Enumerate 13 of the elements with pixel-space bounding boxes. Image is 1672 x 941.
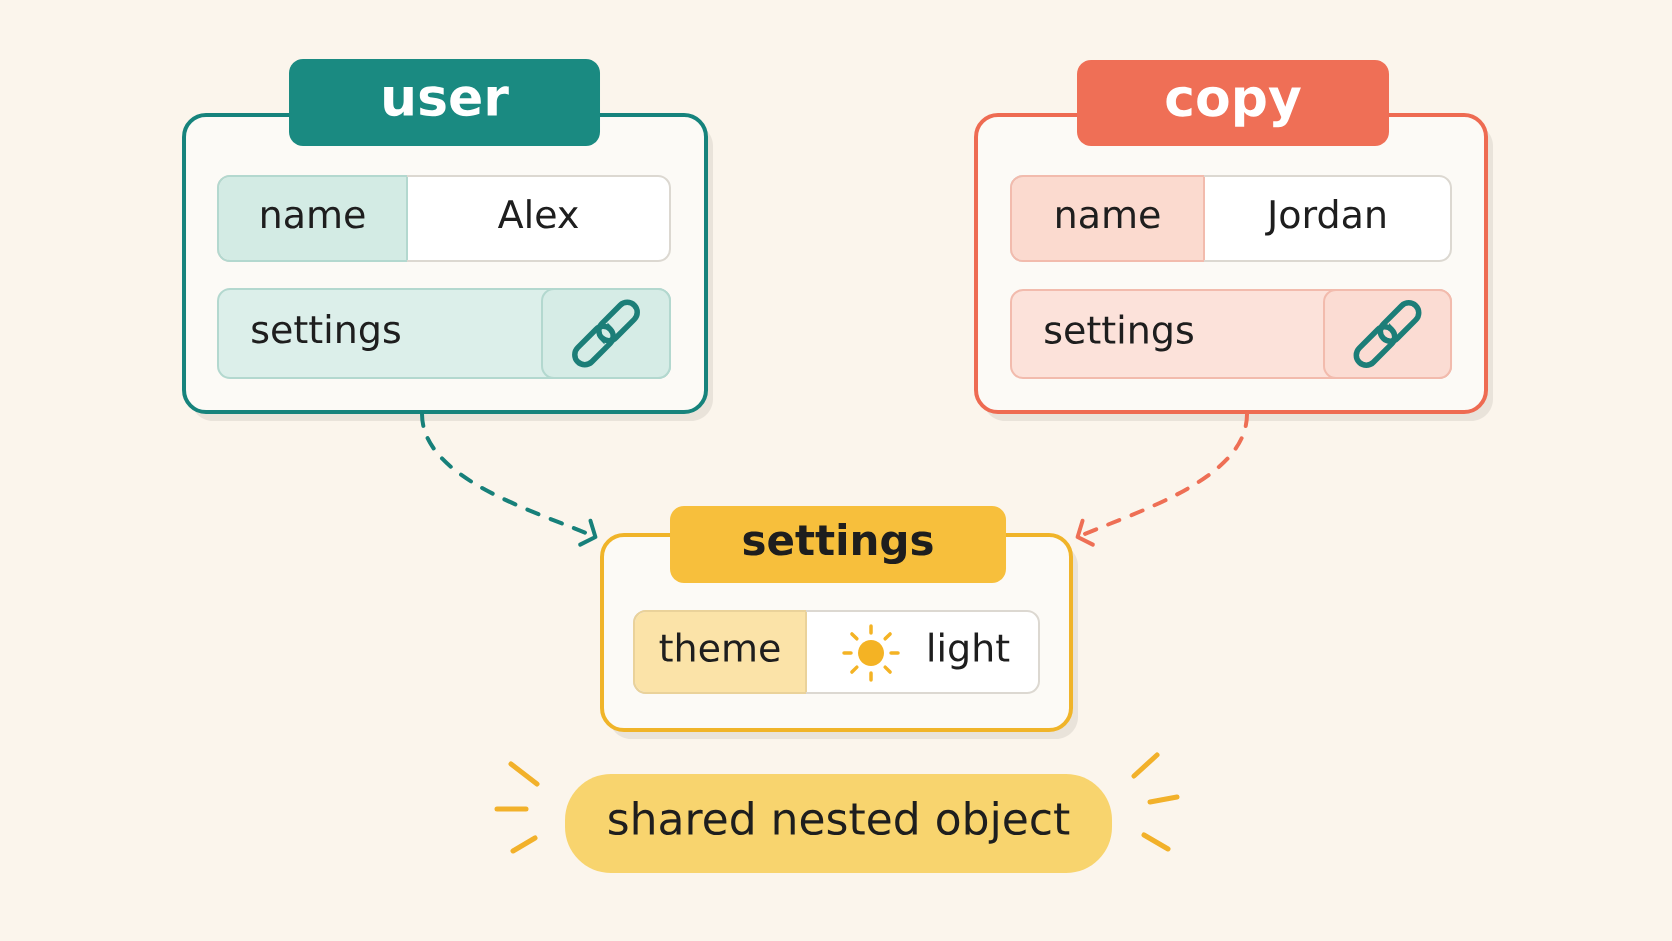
field-value: light (929, 632, 1010, 670)
field-value: Jordan (1265, 199, 1385, 236)
header-tab: user (289, 59, 600, 146)
key-value-row (217, 175, 671, 262)
field-value: Alex (497, 199, 579, 229)
key-cell: name (1010, 175, 1205, 262)
key-cell: name (217, 175, 408, 262)
header-tab: settings (670, 506, 1006, 583)
highlight-label: shared nested object (565, 774, 1112, 873)
key-cell: theme (633, 610, 807, 694)
key-value-row (633, 610, 1040, 694)
key-value-row (1010, 175, 1452, 262)
header-tab: copy (1077, 60, 1389, 146)
